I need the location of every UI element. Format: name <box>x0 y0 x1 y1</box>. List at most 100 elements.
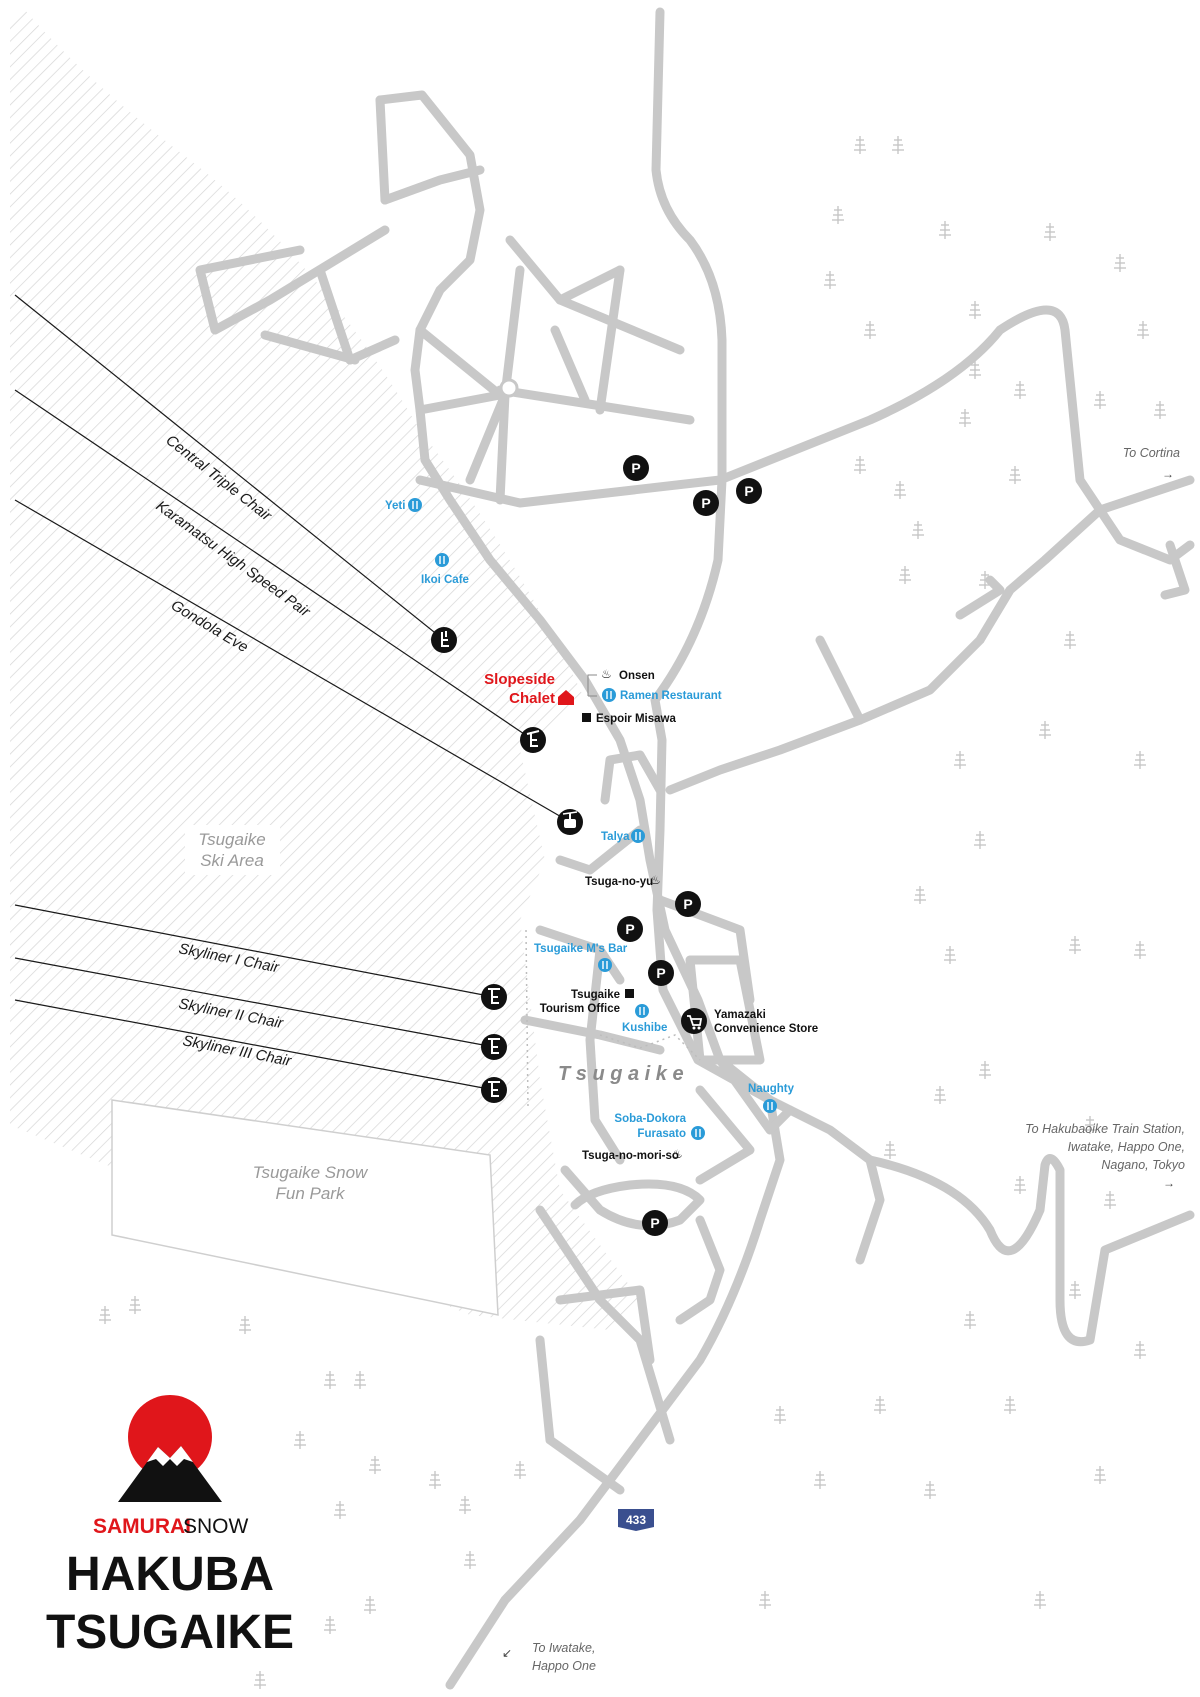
office-icon <box>625 989 634 998</box>
restaurant-icon <box>408 498 422 512</box>
direction-cortina: To Cortina → <box>1123 446 1180 481</box>
poi-tourism-office[interactable]: Tsugaike Tourism Office <box>540 989 634 1015</box>
svg-text:P: P <box>744 483 753 499</box>
restaurant-icon <box>631 829 645 843</box>
title-hakuba: HAKUBA <box>66 1548 274 1601</box>
svg-text:Tourism Office: Tourism Office <box>540 1003 620 1015</box>
restaurant-icon <box>435 553 449 567</box>
svg-text:P: P <box>631 460 640 476</box>
chalet-bracket <box>587 674 597 697</box>
parking-markers[interactable]: P P P P P P P <box>617 455 762 1236</box>
svg-text:Tsugaike Snow: Tsugaike Snow <box>253 1163 369 1182</box>
chalet-house-icon <box>558 690 574 705</box>
svg-text:Tsugaike: Tsugaike <box>198 830 265 849</box>
svg-text:Kushibe: Kushibe <box>622 1022 667 1034</box>
svg-text:Ikoi Cafe: Ikoi Cafe <box>421 574 469 586</box>
ski-area-label: Tsugaike Ski Area <box>185 825 280 875</box>
svg-text:Furasato: Furasato <box>637 1128 686 1140</box>
direction-hakubaoike: To Hakubaoike Train Station, Iwatake, Ha… <box>1025 1122 1185 1190</box>
fun-park-label: Tsugaike Snow Fun Park <box>245 1158 375 1208</box>
poi-tsuga-no-yu[interactable]: Tsuga-no-yu ♨ <box>585 873 661 888</box>
svg-text:Yamazaki: Yamazaki <box>714 1009 766 1021</box>
svg-text:SAMURAI: SAMURAI <box>93 1515 191 1538</box>
svg-text:Yeti: Yeti <box>385 500 405 512</box>
route-433-shield: 433 <box>618 1509 654 1531</box>
restaurant-icon <box>635 1004 649 1018</box>
svg-text:Tsuga-no-mori-so: Tsuga-no-mori-so <box>582 1150 679 1162</box>
poi-tsugaike-ms-bar[interactable]: Tsugaike M's Bar <box>534 943 628 972</box>
poi-tsuga-no-mori-so[interactable]: Tsuga-no-mori-so ♨ <box>582 1147 683 1162</box>
lift-lines <box>14 294 571 1091</box>
svg-text:Nagano, Tokyo: Nagano, Tokyo <box>1101 1158 1185 1172</box>
svg-text:P: P <box>650 1215 659 1231</box>
svg-text:Tsuga-no-yu: Tsuga-no-yu <box>585 876 653 888</box>
svg-text:Slopeside: Slopeside <box>484 671 555 688</box>
svg-text:Iwatake, Happo One,: Iwatake, Happo One, <box>1068 1140 1185 1154</box>
poi-yamazaki[interactable]: Yamazaki Convenience Store <box>681 1008 818 1035</box>
road-network <box>195 7 1195 1690</box>
svg-text:Ramen Restaurant: Ramen Restaurant <box>620 690 722 702</box>
svg-text:Talya: Talya <box>601 831 630 843</box>
arrow-right-icon: → <box>1162 467 1174 481</box>
direction-iwatake: ↙ To Iwatake, Happo One <box>502 1641 596 1673</box>
rising-sun-icon <box>128 1395 212 1479</box>
svg-text:To Cortina: To Cortina <box>1123 446 1180 460</box>
svg-text:Espoir Misawa: Espoir Misawa <box>596 713 676 725</box>
poi-onsen[interactable]: ♨ Onsen <box>601 667 655 682</box>
onsen-icon: ♨ <box>650 873 661 887</box>
poi-slopeside-chalet[interactable]: Slopeside Chalet <box>484 671 574 707</box>
mountain-icon <box>118 1446 222 1502</box>
restaurant-icon <box>602 688 616 702</box>
svg-text:Chalet: Chalet <box>509 690 555 707</box>
parking-icon: P <box>623 455 649 481</box>
svg-text:Fun Park: Fun Park <box>276 1184 346 1203</box>
arrow-down-left-icon: ↙ <box>502 1646 512 1660</box>
poi-ramen-restaurant[interactable]: Ramen Restaurant <box>602 688 722 702</box>
svg-text:Naughty: Naughty <box>748 1083 795 1095</box>
restaurant-icon <box>598 958 612 972</box>
onsen-icon: ♨ <box>672 1147 683 1161</box>
svg-text:Onsen: Onsen <box>619 670 655 682</box>
parking-icon: P <box>693 490 719 516</box>
chairlift-icon[interactable] <box>481 984 507 1010</box>
svg-text:SNOW: SNOW <box>183 1515 249 1538</box>
poi-ikoi-cafe[interactable]: Ikoi Cafe <box>421 553 469 586</box>
svg-text:Happo One: Happo One <box>532 1659 596 1673</box>
poi-espoir-misawa[interactable]: Espoir Misawa <box>582 713 676 725</box>
svg-text:To Iwatake,: To Iwatake, <box>532 1641 595 1655</box>
restaurant-icon <box>691 1126 705 1140</box>
poi-naughty[interactable]: Naughty <box>748 1083 795 1113</box>
arrow-right-icon: → <box>1163 1176 1175 1190</box>
svg-text:To Hakubaoike Train Station,: To Hakubaoike Train Station, <box>1025 1122 1185 1136</box>
village-label: T s u g a i k e <box>558 1063 684 1085</box>
svg-text:P: P <box>701 495 710 511</box>
svg-text:Tsugaike: Tsugaike <box>571 989 620 1001</box>
title-tsugaike: TSUGAIKE <box>46 1606 294 1659</box>
svg-text:P: P <box>625 921 634 937</box>
samurai-snow-logo: SAMURAI SNOW <box>93 1395 249 1538</box>
chairlift-icon[interactable] <box>481 1077 507 1103</box>
poi-soba-dokora[interactable]: Soba-Dokora Furasato <box>614 1113 705 1140</box>
gondola-icon[interactable] <box>557 809 583 835</box>
svg-text:Tsugaike M's Bar: Tsugaike M's Bar <box>534 943 628 955</box>
parking-icon: P <box>736 478 762 504</box>
svg-text:P: P <box>656 965 665 981</box>
chairlift-icon[interactable] <box>431 627 457 653</box>
shopping-cart-icon <box>681 1008 707 1034</box>
restaurant-icon <box>763 1099 777 1113</box>
poi-yeti[interactable]: Yeti <box>385 498 422 512</box>
chairlift-icon[interactable] <box>520 727 546 753</box>
parking-icon: P <box>642 1210 668 1236</box>
parking-icon: P <box>648 960 674 986</box>
lodging-icon <box>582 713 591 722</box>
svg-text:Convenience Store: Convenience Store <box>714 1023 818 1035</box>
onsen-icon: ♨ <box>601 667 612 681</box>
poi-talya[interactable]: Talya <box>601 829 645 843</box>
poi-kushibe[interactable]: Kushibe <box>622 1004 667 1034</box>
svg-text:P: P <box>683 896 692 912</box>
chairlift-icon[interactable] <box>481 1034 507 1060</box>
parking-icon: P <box>675 891 701 917</box>
svg-text:Soba-Dokora: Soba-Dokora <box>614 1113 686 1125</box>
svg-text:433: 433 <box>626 1513 646 1527</box>
